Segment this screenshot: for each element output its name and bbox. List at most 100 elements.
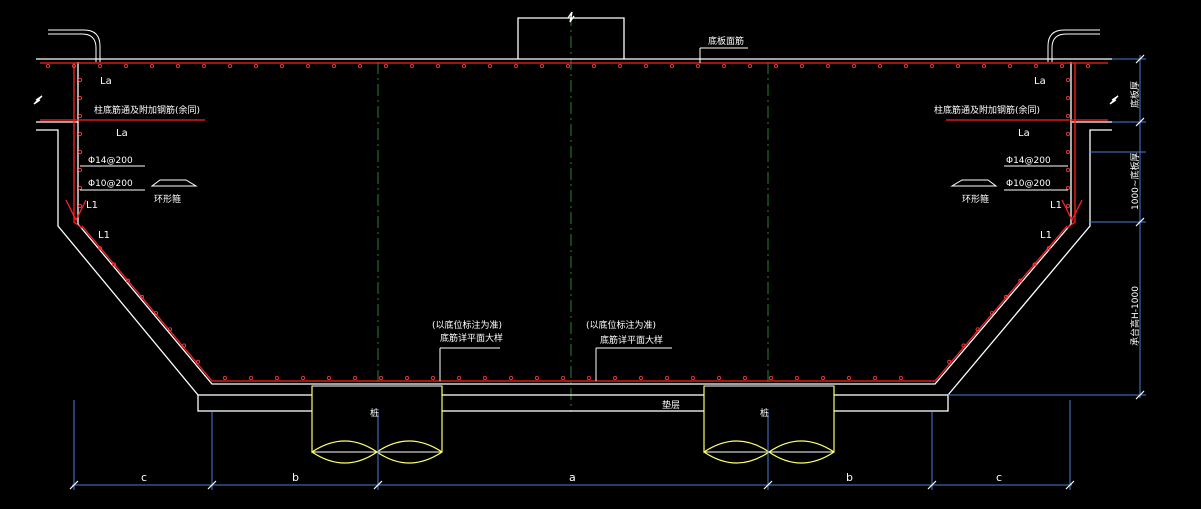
label-stirrup-left: 环形箍 [154,193,181,205]
rebar-dot [98,64,103,69]
dimension-lines [72,55,1146,490]
break-mark-right [1109,95,1119,105]
rebar-dot [253,64,258,69]
rebar-dot [691,375,696,380]
label-l1-left-a: L1 [86,200,98,211]
rebar-dot [124,64,129,69]
pile-cap-outline [33,11,1119,412]
rebar-dot [112,262,117,267]
label-side-1000: 1000~底板厚 [1129,153,1141,210]
label-pile-left: 桩 [370,407,379,419]
rebar-dot [435,64,440,69]
rebar-dot [1066,167,1071,172]
label-l1-right-b: L1 [1040,230,1052,241]
rebar-dot [78,203,83,208]
rebar-dot [535,375,540,380]
rebar-dot [592,64,597,69]
rebar-dot [618,64,623,69]
rebar-dot [587,375,592,380]
pile-right [703,385,835,464]
stirrup-symbol-right [950,179,998,187]
dim-label-a: a [569,471,576,484]
rebar-dot [514,64,519,69]
rebar-dot [989,311,994,316]
rebar-dot [1034,64,1039,69]
rebar-dot [1032,262,1037,267]
rebar-dot [248,375,253,380]
side-rebar-right [1066,63,1076,229]
rebar-dot [904,64,909,69]
rebar-dot [153,311,158,316]
rebar-dot [847,375,852,380]
rebar-dot [78,149,83,154]
label-la-top-right: La [1034,76,1046,87]
label-note-left: 柱底筋通及附加钢筋(余同) [94,104,200,116]
rebar-dot [201,64,206,69]
leaders [80,47,1068,381]
rebar-dot [722,64,727,69]
label-detail-2-line2: 底筋详平面大样 [600,334,663,346]
rebar-dot [769,375,774,380]
label-side-cap: 承台高H-1000 [1129,286,1141,346]
centerlines [377,14,769,412]
pile-left [311,385,443,464]
rebar-dot [46,64,51,69]
rebar-dot [644,64,649,69]
rebar-dot [1004,294,1009,299]
break-mark-left [33,95,43,105]
side-rebar-left [73,63,83,229]
rebar-dot [78,78,83,83]
rebar-dot [227,64,232,69]
label-cushion: 垫层 [662,399,680,411]
bend-left [65,199,87,222]
rebar-dot [72,64,77,69]
rebar-dot [743,375,748,380]
rebar-dot [482,375,487,380]
rebar-dot [878,64,883,69]
rebar-dot [305,64,310,69]
outer-wall-left [57,152,199,396]
label-pile-right: 桩 [760,407,769,419]
rebar-dot [717,375,722,380]
rebar-dot [795,375,800,380]
rebar-dot [149,64,154,69]
rebar-dot [696,64,701,69]
rebar-dot [1046,246,1051,251]
rebar-dot [222,375,227,380]
rebar-dot [181,343,186,348]
rebar-dot [78,167,83,172]
rebar-dot [930,64,935,69]
rebar-dot [852,64,857,69]
rebar-dot [508,375,513,380]
rebar-dot [1066,185,1071,190]
step-left [36,129,59,152]
rebar-dot [331,64,336,69]
label-l1-left-b: L1 [98,230,110,241]
label-detail-1-line1: (以底位标注为准) [432,319,502,331]
label-l1-right-a: L1 [1050,200,1062,211]
rebar-dot [1066,203,1071,208]
rebar-dot [975,327,980,332]
top-hooks [48,29,1100,62]
rebar-dot [1060,64,1065,69]
label-floor-slab-reinf: 底板面筋 [708,35,744,47]
rebar-dot [78,185,83,190]
label-bar-right-2: Φ10@200 [1006,179,1051,189]
rebar-dot [1086,64,1091,69]
rebar-dot [326,375,331,380]
dim-label-b-left: b [292,471,299,484]
rebar-dot [126,278,131,283]
rebar-dot [175,64,180,69]
rebar-dot [1066,96,1071,101]
rebar-dot [873,375,878,380]
rebar-dot [665,375,670,380]
rebar-dot [961,343,966,348]
rebar-dot [456,375,461,380]
label-la-top-left: La [100,76,112,87]
outer-wall-right [947,152,1091,396]
annotations: 底板面筋 La La La La 柱底筋通及附加钢筋(余同) 柱底筋通及附加钢筋… [86,35,1141,484]
hook-right [1051,33,1100,62]
bend-right [1061,199,1083,222]
cushion-layer [197,394,949,412]
